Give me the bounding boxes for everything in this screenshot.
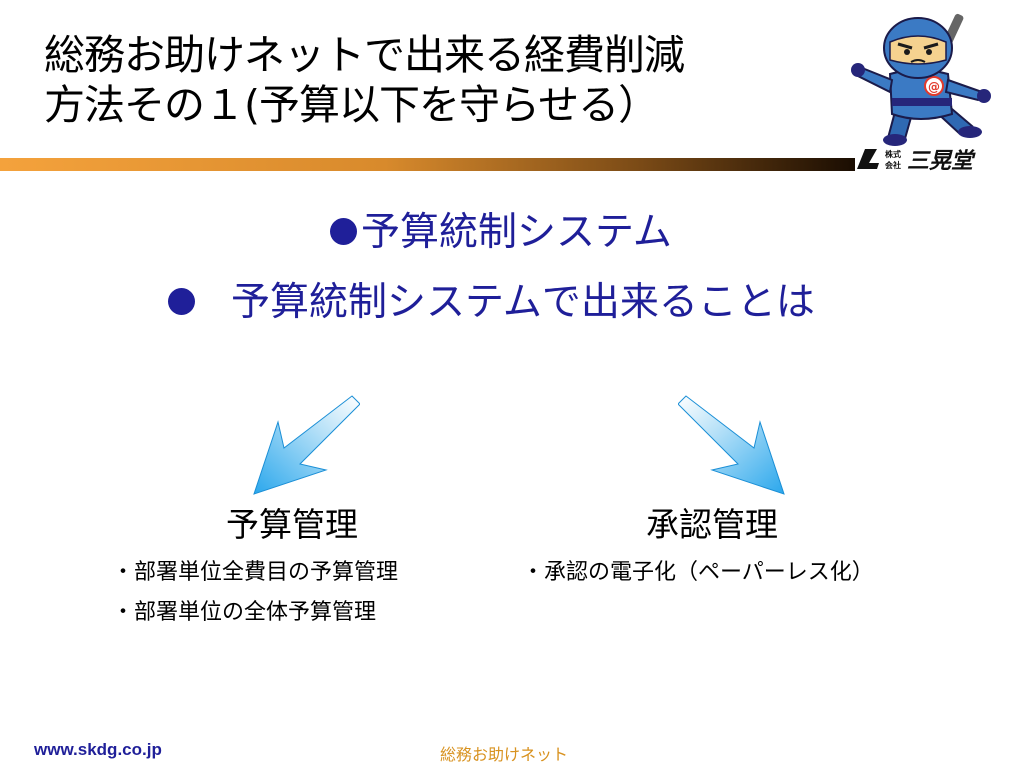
bullet-item: 予算統制システム bbox=[330, 208, 672, 258]
bullet-text: 予算統制システムで出来ることは bbox=[231, 280, 815, 325]
bullet-item: 予算統制システムで出来ることは bbox=[168, 278, 815, 328]
company-logo: 株式 会社 三晃堂 bbox=[857, 149, 976, 173]
mascot-badge: @ bbox=[928, 80, 940, 94]
logo-main-text: 三晃堂 bbox=[907, 149, 976, 173]
slide-title: 総務お助けネットで出来る経費削減 方法その１(予算以下を守らせる） bbox=[44, 30, 834, 130]
bullet-dot-icon bbox=[330, 218, 357, 245]
list-item: ・部署単位全費目の予算管理 bbox=[112, 560, 399, 585]
footer-url: www.skdg.co.jp bbox=[34, 740, 162, 759]
budget-management-heading: 予算管理 bbox=[226, 505, 358, 544]
logo-kaisha: 会社 bbox=[885, 160, 901, 170]
footer-title: 総務お助けネット bbox=[440, 745, 569, 764]
list-item: ・部署単位の全体予算管理 bbox=[112, 600, 377, 625]
list-item: ・承認の電子化（ペーパーレス化） bbox=[522, 560, 874, 585]
title-line-1: 総務お助けネットで出来る経費削減 bbox=[44, 31, 685, 79]
logo-kabushiki: 株式 bbox=[885, 149, 901, 159]
arrow-down-right-icon bbox=[678, 395, 785, 495]
title-underline-bar bbox=[0, 158, 855, 171]
ninja-mascot-icon: @ bbox=[851, 13, 991, 146]
arrow-down-left-icon bbox=[253, 395, 360, 495]
title-line-2: 方法その１(予算以下を守らせる） bbox=[44, 81, 659, 129]
bullet-dot-icon bbox=[168, 288, 195, 315]
bullet-text: 予算統制システム bbox=[361, 210, 672, 255]
approval-management-heading: 承認管理 bbox=[646, 505, 778, 544]
